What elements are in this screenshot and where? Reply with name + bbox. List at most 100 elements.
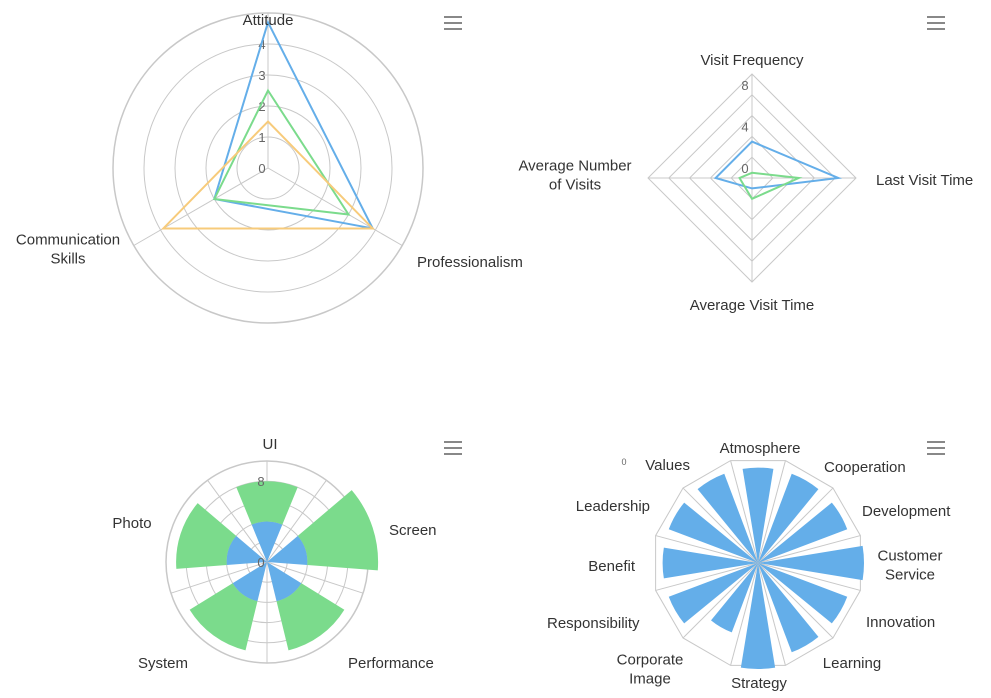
axis-line <box>655 562 759 591</box>
tick-label: 0 <box>741 161 748 176</box>
axis-line <box>757 562 834 639</box>
indicator-label-atmosphere: Atmosphere <box>720 440 801 457</box>
indicator-label-learning: Learning <box>823 655 881 672</box>
bar-cooperation[interactable] <box>758 473 819 563</box>
menu-line <box>444 22 462 24</box>
menu-line <box>444 447 462 449</box>
bar-ui-series-1[interactable] <box>251 521 283 562</box>
axis-line <box>207 479 268 563</box>
menu-line <box>444 453 462 455</box>
bar-strategy[interactable] <box>740 563 776 669</box>
chart-menu-button-4[interactable] <box>923 437 949 459</box>
indicator-label-leadership: Leadership <box>576 498 650 515</box>
axis-line <box>170 561 268 594</box>
menu-line <box>927 447 945 449</box>
indicator-label-benefit: Benefit <box>588 558 636 575</box>
bar-performance-series-1[interactable] <box>267 562 302 602</box>
series-line-2[interactable] <box>212 88 351 216</box>
bar-system-series-1[interactable] <box>232 562 267 602</box>
menu-line <box>927 16 945 18</box>
indicator-label-ui: UI <box>263 436 278 453</box>
bar-atmosphere[interactable] <box>742 467 774 563</box>
bar-screen-series-1[interactable] <box>267 535 308 566</box>
menu-line <box>927 453 945 455</box>
indicator-label-professionalism: Professionalism <box>417 254 523 271</box>
chart-menu-button-3[interactable] <box>440 437 466 459</box>
bar-performance-series-2[interactable] <box>276 583 345 651</box>
axis-line <box>757 562 786 666</box>
axis-line <box>730 562 759 666</box>
axis-line <box>266 561 364 594</box>
indicator-label-photo: Photo <box>112 515 151 532</box>
bar-innovation[interactable] <box>758 563 848 624</box>
series-line-3[interactable] <box>160 120 376 230</box>
indicator-label-last-visit-time: Last Visit Time <box>876 172 973 189</box>
bar-benefit[interactable] <box>662 547 758 579</box>
bar-customer-service[interactable] <box>758 545 864 581</box>
bar-system-series-2[interactable] <box>189 583 258 651</box>
indicator-label-cooperation: Cooperation <box>824 459 906 476</box>
hamburger-menu-icon <box>927 441 945 455</box>
chart-menu-button-2[interactable] <box>923 12 949 34</box>
indicator-label-visit-frequency: Visit Frequency <box>700 52 804 69</box>
menu-line <box>444 28 462 30</box>
axis-line <box>133 167 269 246</box>
indicator-label-performance: Performance <box>348 655 434 672</box>
tick-label: 0 <box>257 555 264 570</box>
axis-line <box>757 562 861 591</box>
menu-line <box>444 16 462 18</box>
tick-label: 0 <box>258 161 265 176</box>
tick-label: 0 <box>621 457 626 467</box>
indicator-label-average-visit-time: Average Visit Time <box>690 297 815 314</box>
bar-learning[interactable] <box>758 563 819 653</box>
hamburger-menu-icon <box>444 16 462 30</box>
menu-line <box>927 441 945 443</box>
radar-chart-attitude: 01234AttitudeProfessionalismCommunicatio… <box>16 12 523 324</box>
axis-line <box>267 167 403 246</box>
chart-menu-button-1[interactable] <box>440 12 466 34</box>
indicator-label-responsibility: Responsibility <box>547 615 640 632</box>
bar-photo-series-1[interactable] <box>226 535 267 566</box>
indicator-label-system: System <box>138 655 188 672</box>
axis-line <box>730 460 759 564</box>
bar-development[interactable] <box>758 502 848 563</box>
axis-line <box>757 487 834 564</box>
axis-line <box>682 562 759 639</box>
indicator-label-development: Development <box>862 503 951 520</box>
series-line-2[interactable] <box>738 171 803 201</box>
axis-line <box>266 479 327 563</box>
series-line-1[interactable] <box>713 140 843 190</box>
bar-ui-series-2[interactable] <box>236 481 298 525</box>
bar-values[interactable] <box>697 473 758 563</box>
tick-label: 2 <box>258 99 265 114</box>
bar-corporate-image[interactable] <box>711 563 758 633</box>
tick-label: 1 <box>258 130 265 145</box>
indicator-label-values: Values <box>645 457 690 474</box>
axis-line <box>682 487 759 564</box>
polar-bar-chart-culture: 0 AtmosphereCooperationDevelopmentCustome… <box>547 440 951 692</box>
axis-line <box>655 535 759 564</box>
series-line-1[interactable] <box>213 19 375 230</box>
menu-line <box>444 441 462 443</box>
bar-leadership[interactable] <box>668 502 758 563</box>
hamburger-menu-icon <box>444 441 462 455</box>
axis-line <box>757 535 861 564</box>
tick-label: 4 <box>741 119 748 134</box>
indicator-label-attitude: Attitude <box>243 12 294 29</box>
indicator-label-innovation: Innovation <box>866 614 935 631</box>
hamburger-menu-icon <box>927 16 945 30</box>
bar-photo-series-2[interactable] <box>176 503 237 569</box>
tick-label: 8 <box>741 78 748 93</box>
tick-label: 3 <box>258 68 265 83</box>
bar-screen-series-2[interactable] <box>297 490 379 571</box>
axis-line <box>757 460 786 564</box>
indicator-label-screen: Screen <box>389 522 437 539</box>
bar-responsibility[interactable] <box>668 563 758 624</box>
